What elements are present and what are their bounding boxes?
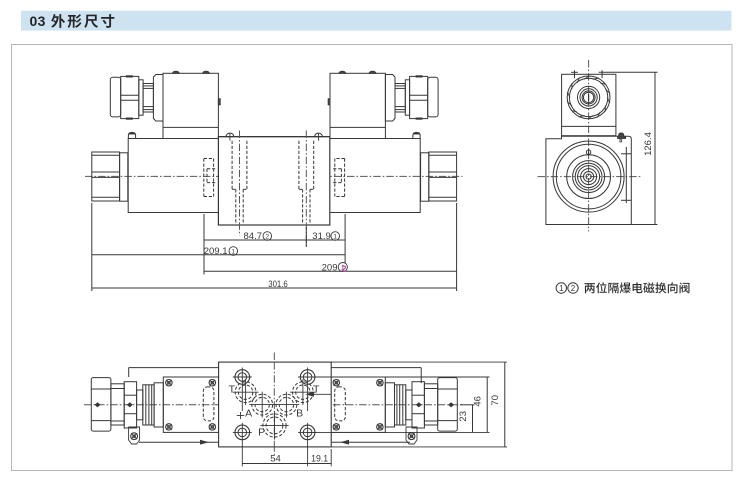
svg-text:B: B (296, 407, 303, 419)
svg-text:1: 1 (341, 265, 345, 272)
svg-text:84.7: 84.7 (244, 231, 263, 242)
svg-text:54: 54 (270, 454, 281, 465)
svg-text:1: 1 (231, 248, 235, 255)
svg-text:A: A (245, 407, 252, 419)
svg-text:301.6: 301.6 (268, 279, 288, 290)
svg-text:2: 2 (571, 284, 576, 293)
svg-text:70: 70 (490, 395, 501, 406)
svg-text:1: 1 (333, 233, 337, 240)
svg-text:1: 1 (559, 284, 564, 293)
svg-text:126.4: 126.4 (643, 132, 654, 156)
svg-text:23: 23 (458, 411, 469, 422)
svg-text:209.1: 209.1 (204, 246, 228, 257)
svg-text:2: 2 (342, 264, 347, 274)
svg-text:209: 209 (322, 263, 338, 274)
svg-text:46: 46 (473, 396, 484, 407)
svg-text:T: T (313, 383, 320, 395)
svg-text:T: T (229, 383, 236, 395)
svg-text:31.9: 31.9 (312, 231, 331, 242)
svg-text:2: 2 (265, 233, 269, 240)
svg-text:P: P (258, 427, 265, 439)
svg-text:03: 03 (30, 13, 46, 29)
svg-text:19.1: 19.1 (311, 454, 328, 465)
